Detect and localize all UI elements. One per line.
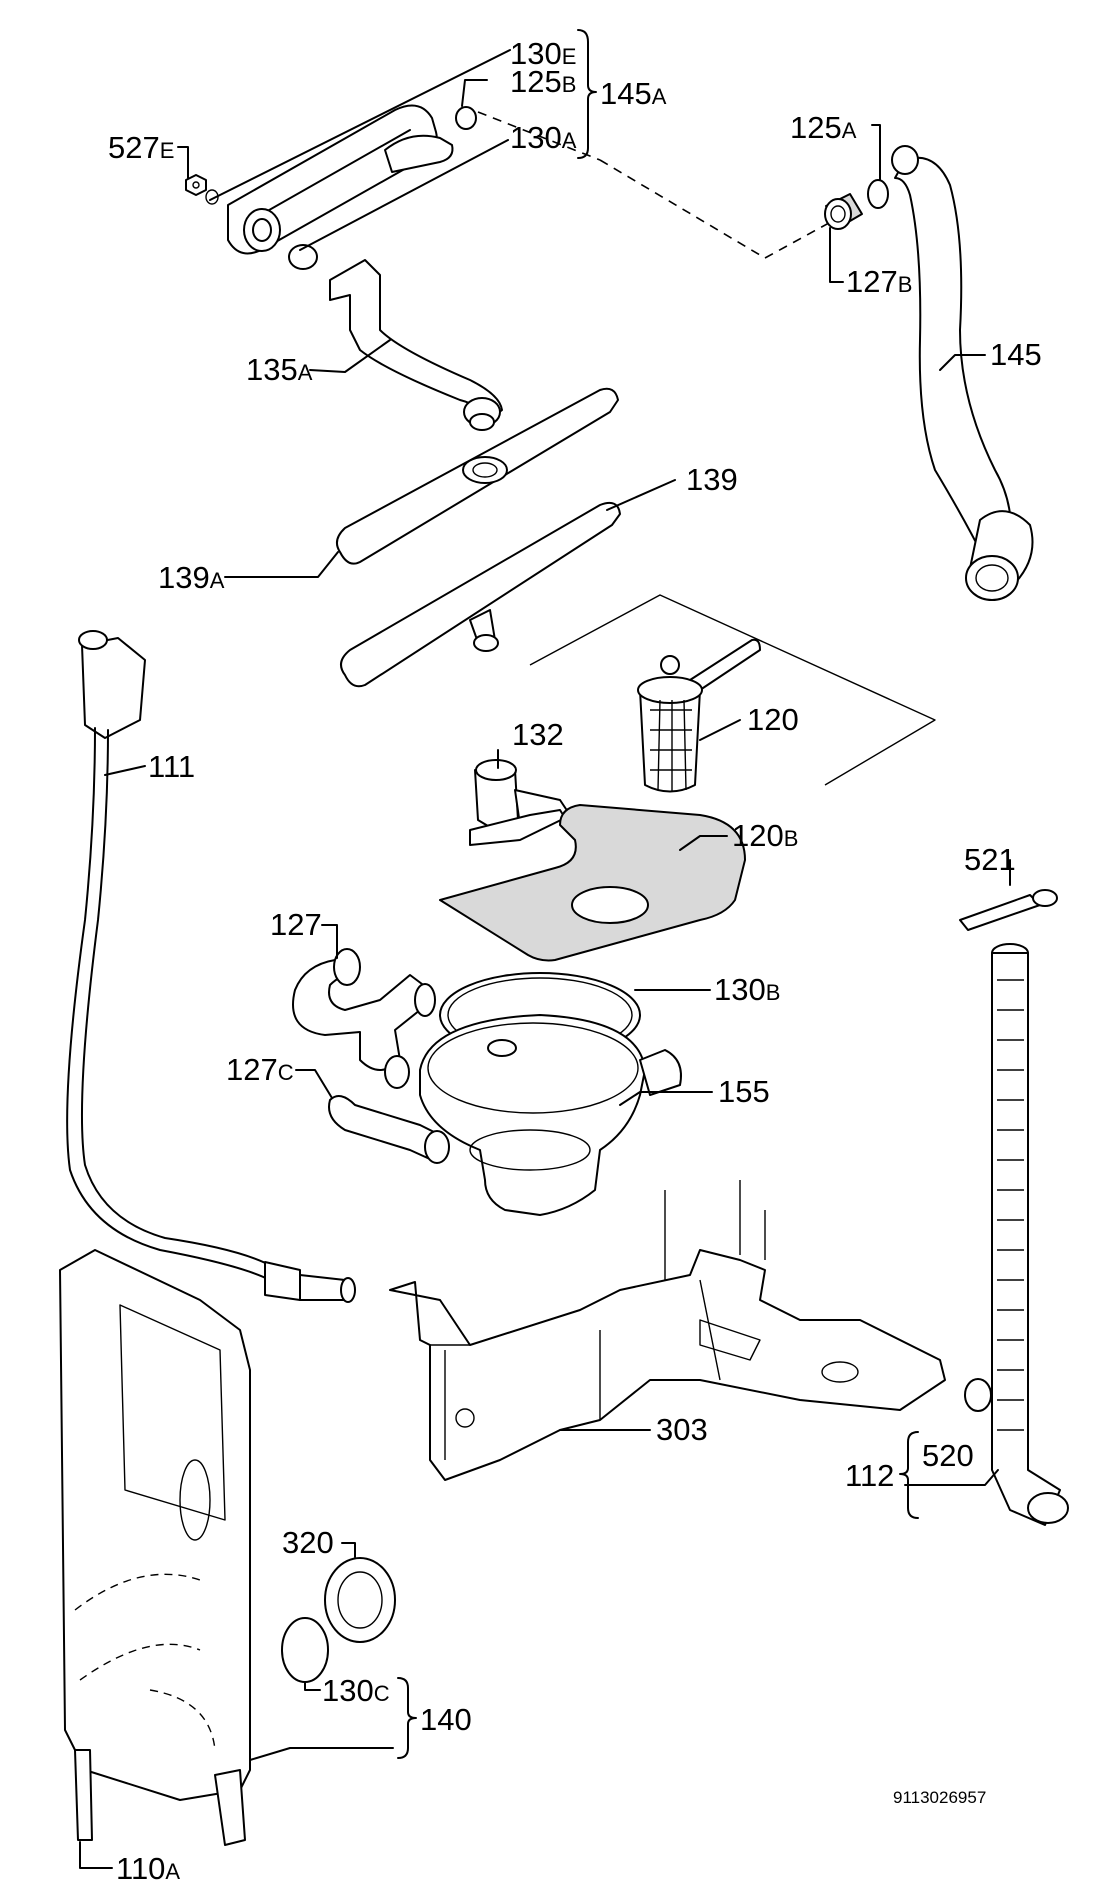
brace-140 xyxy=(397,1677,417,1759)
label-125b: 125B xyxy=(510,64,576,99)
drawing-code: 9113026957 xyxy=(893,1788,986,1807)
base-frame-303 xyxy=(389,1180,946,1481)
label-155: 155 xyxy=(718,1074,770,1109)
label-521: 521 xyxy=(964,842,1016,877)
hose-111 xyxy=(66,630,356,1303)
label-120b: 120B xyxy=(732,818,798,853)
fittings-125a-127b xyxy=(824,179,889,230)
label-110a: 110A xyxy=(116,1851,180,1884)
upper-spray-tube xyxy=(185,104,477,270)
panel-140 xyxy=(59,1249,251,1846)
label-127b: 127B xyxy=(846,264,912,299)
label-127: 127 xyxy=(270,907,322,942)
label-111: 111 xyxy=(148,749,195,784)
label-135a: 135A xyxy=(246,352,313,387)
label-132: 132 xyxy=(512,717,564,752)
part-labels: 130E 125B 130A 145A 527E 125A 127B 135A … xyxy=(108,36,1042,1884)
label-145a: 145A xyxy=(600,76,667,111)
filter-plate-120b xyxy=(439,804,746,962)
brace-145a xyxy=(577,29,597,159)
part-132 xyxy=(469,759,571,846)
spray-arm-139 xyxy=(340,501,621,688)
pipe-135a xyxy=(329,259,503,431)
label-125a: 125A xyxy=(790,110,857,145)
sump-155 xyxy=(419,1014,682,1216)
label-127c: 127C xyxy=(226,1052,294,1087)
filter-120 xyxy=(637,638,761,793)
label-320: 320 xyxy=(282,1525,334,1560)
label-145: 145 xyxy=(990,337,1042,372)
assembly-dashed-line xyxy=(599,159,766,259)
hose-145 xyxy=(891,145,1034,601)
label-130b: 130B xyxy=(714,972,780,1007)
drain-hose-112 xyxy=(964,943,1069,1526)
hose-127 xyxy=(292,948,436,1089)
label-130e: 130E xyxy=(510,36,576,71)
label-139: 139 xyxy=(686,462,738,497)
part-521 xyxy=(959,889,1058,931)
brace-112 xyxy=(899,1431,919,1519)
label-140: 140 xyxy=(420,1702,472,1737)
sump-outline xyxy=(529,594,936,786)
hose-127c xyxy=(328,1095,450,1164)
label-527e: 527E xyxy=(108,130,174,165)
label-112: 112 xyxy=(845,1458,894,1493)
label-139a: 139A xyxy=(158,560,225,595)
label-303: 303 xyxy=(656,1412,708,1447)
label-130c: 130C xyxy=(322,1673,390,1708)
label-520: 520 xyxy=(922,1438,974,1473)
seal-320 xyxy=(324,1557,396,1643)
leader-lines xyxy=(79,49,1011,1869)
spray-arm-139a xyxy=(335,387,619,565)
label-130a: 130A xyxy=(510,120,577,155)
label-120: 120 xyxy=(747,702,799,737)
